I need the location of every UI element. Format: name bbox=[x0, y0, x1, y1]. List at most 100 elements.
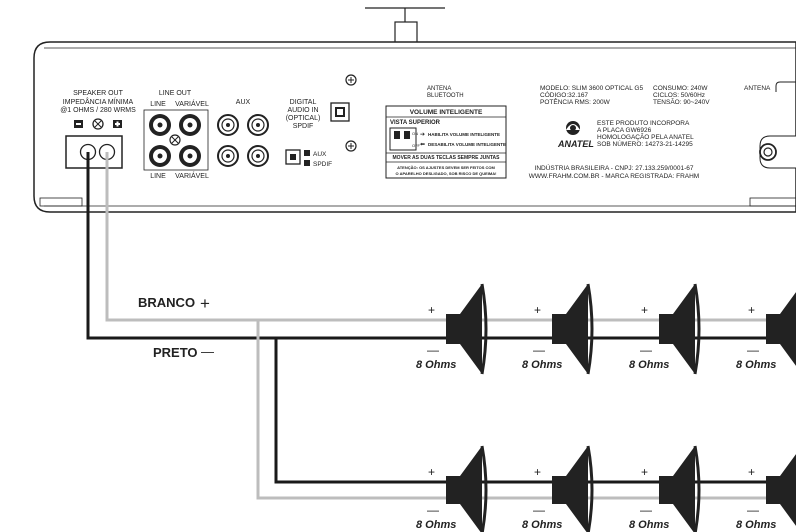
speaker-magnet bbox=[659, 476, 673, 504]
anatel-block: ANATEL ESTE PRODUTO INCORPORA A PLACA GW… bbox=[557, 120, 694, 149]
switch-spdif-label: SPDIF bbox=[313, 161, 332, 168]
rca-jack[interactable] bbox=[247, 114, 269, 136]
speaker-plus-label: + bbox=[641, 465, 648, 479]
speaker-icon: +—8 Ohms bbox=[522, 283, 594, 375]
anatel-line-3: HOMOLOGAÇÃO PELA ANATEL bbox=[597, 132, 694, 141]
rca-jack[interactable] bbox=[149, 145, 171, 167]
speaker-magnet bbox=[552, 476, 566, 504]
speaker-rim bbox=[586, 445, 594, 532]
speaker-icon: +—8 Ohms bbox=[629, 283, 701, 375]
industry-line-1: INDÚSTRIA BRASILEIRA - CNPJ: 27.133.259/… bbox=[535, 163, 694, 172]
speaker-rim bbox=[693, 445, 701, 532]
arrow-right-icon: ➔ bbox=[420, 132, 425, 138]
white-wire-label: BRANCO bbox=[138, 295, 195, 310]
speaker-magnet bbox=[766, 314, 780, 344]
speakers: + — 8 Ohms + — 8 Ohms + — 8 Ohms + — 8 Ohms + — 8 Ohms… bbox=[416, 283, 796, 532]
rca-jack[interactable] bbox=[179, 145, 201, 167]
speaker-plus-label: + bbox=[534, 465, 541, 479]
switch-aux-label: AUX bbox=[313, 151, 327, 158]
speaker-minus-label: — bbox=[640, 503, 652, 517]
digital-label-3: (OPTICAL) bbox=[286, 115, 321, 122]
speaker-out-title: SPEAKER OUT bbox=[73, 90, 124, 97]
rca-jack[interactable] bbox=[149, 114, 171, 136]
speaker-icon: +—8 Ohms bbox=[416, 445, 488, 532]
anatel-logo-text: ANATEL bbox=[557, 139, 594, 149]
speaker-minus-label: — bbox=[747, 343, 759, 357]
black-wire-bottom bbox=[274, 338, 796, 484]
speaker-cone bbox=[460, 284, 482, 374]
speaker-impedance-label: 8 Ohms bbox=[522, 359, 562, 371]
volume-move: MOVER AS DUAS TECLAS SEMPRE JUNTAS bbox=[393, 155, 501, 161]
speaker-minus-label: — bbox=[427, 343, 439, 357]
volume-enable: HABILITA VOLUME INTELIGENTE bbox=[428, 132, 500, 137]
digital-label-1: DIGITAL bbox=[290, 99, 317, 106]
speaker-out-rating: @1 OHMS / 280 WRMS bbox=[60, 107, 136, 114]
speaker-minus-label: — bbox=[533, 503, 545, 517]
volume-warning-1: ATENÇÃO: OS AJUSTES DEVEM SER FEITOS COM bbox=[397, 165, 495, 170]
industry-line-2: WWW.FRAHM.COM.BR - MARCA REGISTRADA: FRA… bbox=[529, 173, 699, 180]
antenna-label: ANTENA bbox=[744, 85, 771, 92]
antenna-bt-label-1: ANTENA bbox=[427, 86, 451, 92]
speaker-cone bbox=[566, 284, 588, 374]
speaker-rim bbox=[586, 283, 594, 375]
model-code: CÓDIGO:32.167 bbox=[540, 90, 588, 99]
speaker-plus-label: + bbox=[748, 303, 755, 317]
line-out-top-left: LINE bbox=[150, 101, 166, 108]
speaker-magnet bbox=[552, 314, 566, 344]
black-wire-label: PRETO bbox=[153, 345, 198, 360]
speaker-cone bbox=[566, 446, 588, 532]
anatel-logo-icon bbox=[566, 121, 580, 135]
line-out-top-right: VARIÁVEL bbox=[175, 99, 209, 108]
speaker-cone bbox=[460, 446, 482, 532]
speaker-impedance-label: 8 Ohms bbox=[416, 359, 456, 371]
rca-jack[interactable] bbox=[217, 114, 239, 136]
speaker-rim bbox=[693, 283, 701, 375]
speaker-icon: + — 8 Ohms bbox=[736, 454, 796, 531]
aux-indicator-icon bbox=[304, 150, 310, 156]
speaker-plus-label: + bbox=[748, 465, 755, 479]
switch-off-label: OFF bbox=[412, 143, 421, 148]
speaker-cone bbox=[780, 292, 796, 366]
volume-disable: DESABILITA VOLUME INTELIGENTE bbox=[428, 142, 506, 147]
white-wire-sign: + bbox=[200, 294, 210, 313]
model-info: MODELO: SLIM 3600 OPTICAL G5 CÓDIGO:32.1… bbox=[540, 85, 710, 106]
speaker-icon: + — 8 Ohms bbox=[522, 445, 594, 532]
model-name: MODELO: SLIM 3600 OPTICAL G5 bbox=[540, 85, 643, 92]
model-power: POTÊNCIA RMS: 200W bbox=[540, 97, 611, 106]
speaker-impedance-label: 8 Ohms bbox=[522, 519, 562, 531]
aux-title: AUX bbox=[236, 99, 251, 106]
line-out-bottom-left: LINE bbox=[150, 173, 166, 180]
anatel-line-2: A PLACA GW6926 bbox=[597, 127, 652, 134]
speaker-impedance-label: 8 Ohms bbox=[736, 519, 776, 531]
speaker-minus-label: — bbox=[640, 343, 652, 357]
digital-label-4: SPDIF bbox=[293, 123, 314, 130]
black-wire-sign: — bbox=[201, 344, 214, 359]
line-out-bottom-right: VARIÁVEL bbox=[175, 171, 209, 180]
speaker-minus-label: — bbox=[747, 503, 759, 517]
rca-jack[interactable] bbox=[247, 145, 269, 167]
volume-title: VOLUME INTELIGENTE bbox=[410, 109, 483, 116]
rca-jack[interactable] bbox=[217, 145, 239, 167]
speaker-magnet bbox=[446, 314, 460, 344]
aux-section: AUX bbox=[217, 99, 269, 167]
speaker-rim bbox=[480, 445, 488, 532]
spdif-indicator-icon bbox=[304, 160, 310, 166]
switch-on-label: ON bbox=[412, 131, 418, 136]
speaker-impedance-label: 8 Ohms bbox=[416, 519, 456, 531]
anatel-line-4: SOB NÚMERO: 14273-21-14295 bbox=[597, 139, 693, 148]
speaker-magnet bbox=[659, 314, 673, 344]
speaker-impedance-label: 8 Ohms bbox=[629, 519, 669, 531]
speaker-magnet bbox=[446, 476, 460, 504]
speaker-plus-label: + bbox=[428, 303, 435, 317]
speaker-impedance-label: 8 Ohms bbox=[629, 359, 669, 371]
speaker-rim bbox=[480, 283, 488, 375]
speaker-icon: + — 8 Ohms bbox=[629, 445, 701, 532]
rca-jack[interactable] bbox=[179, 114, 201, 136]
speaker-icon: + — 8 Ohms bbox=[416, 283, 488, 375]
speaker-cone bbox=[780, 454, 796, 526]
antenna-bt-label-2: BLUETOOTH bbox=[427, 93, 464, 99]
speaker-plus-label: + bbox=[428, 465, 435, 479]
digital-label-2: AUDIO IN bbox=[287, 107, 318, 114]
speaker-cone bbox=[673, 284, 695, 374]
